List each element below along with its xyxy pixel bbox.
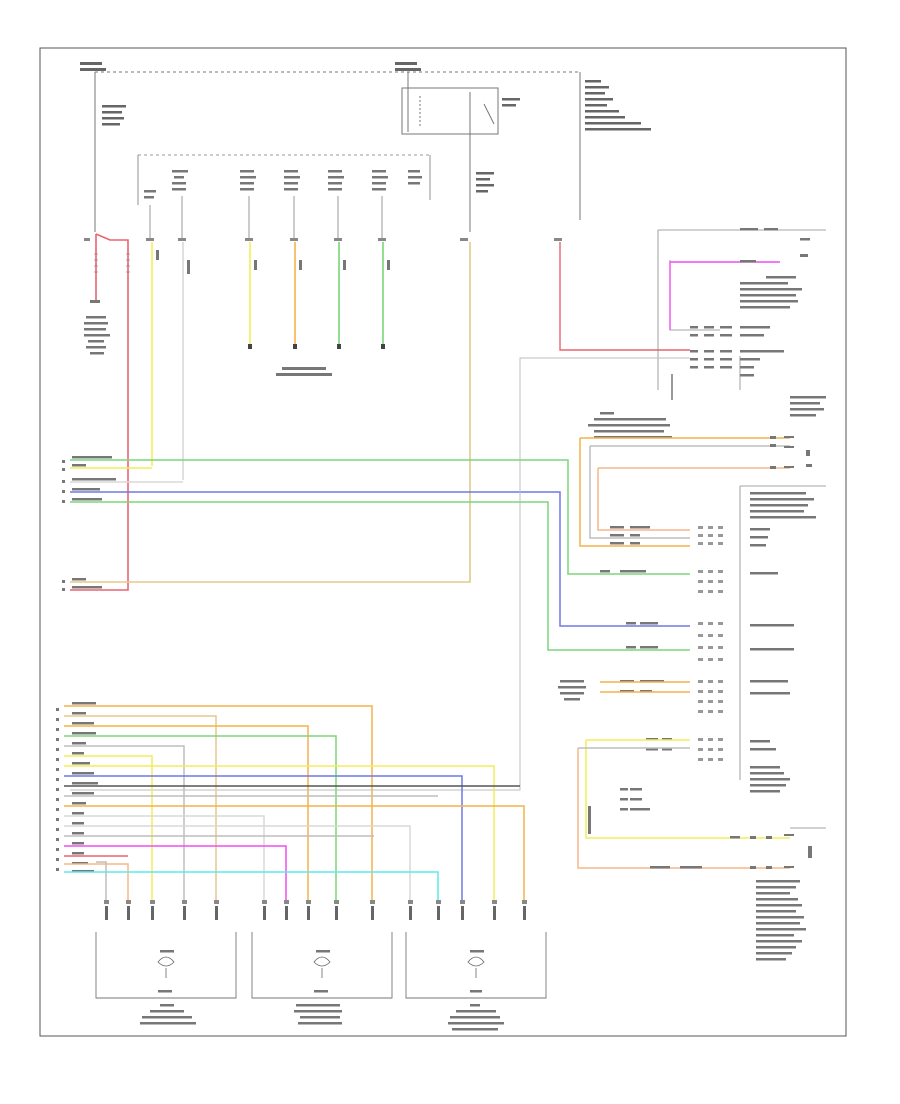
right-low-pin-grid xyxy=(698,526,723,761)
bottom-components xyxy=(95,932,547,999)
right-mid-pins xyxy=(770,436,812,469)
right-low-module xyxy=(739,485,826,780)
fuse-labels-row xyxy=(144,170,422,199)
right-top-wire-gray xyxy=(70,356,741,791)
ground-label xyxy=(276,367,332,376)
power-feed-top xyxy=(94,71,581,232)
right-low-module-label xyxy=(750,492,816,793)
right-mid-wires xyxy=(579,437,790,547)
bottom-pin-hatching xyxy=(105,906,526,920)
red-main-wire xyxy=(70,233,129,591)
diagram-border xyxy=(39,47,847,1037)
pink-feed-wire xyxy=(559,242,690,351)
fuse-block-box xyxy=(137,154,431,205)
right-mid-module-label xyxy=(588,396,826,439)
left-mid-wire-labels xyxy=(62,456,116,591)
right-top-labels xyxy=(690,228,810,377)
bottom-connector-pins xyxy=(104,900,527,904)
fuse-wires xyxy=(151,242,384,480)
bottom-harness-wires xyxy=(64,705,525,902)
fuse-wire-ends xyxy=(248,344,385,349)
bottom-harness-labels xyxy=(56,702,98,873)
red-wire-hatch xyxy=(94,253,130,273)
right-bottom-labels xyxy=(588,788,812,961)
fuse-drops xyxy=(149,196,383,240)
left-module-label xyxy=(84,300,110,355)
sensor-symbols xyxy=(157,956,485,978)
bottom-component-labels xyxy=(140,950,504,1031)
left-mid-wires xyxy=(70,459,690,651)
tan-relay-wire xyxy=(70,242,471,583)
top-text-blocks xyxy=(80,62,651,193)
connector-pins-top xyxy=(84,238,562,241)
fuse-wire-labels xyxy=(156,250,390,274)
right-low-wire-labels xyxy=(558,526,672,751)
right-low-orange-wires xyxy=(577,681,790,869)
